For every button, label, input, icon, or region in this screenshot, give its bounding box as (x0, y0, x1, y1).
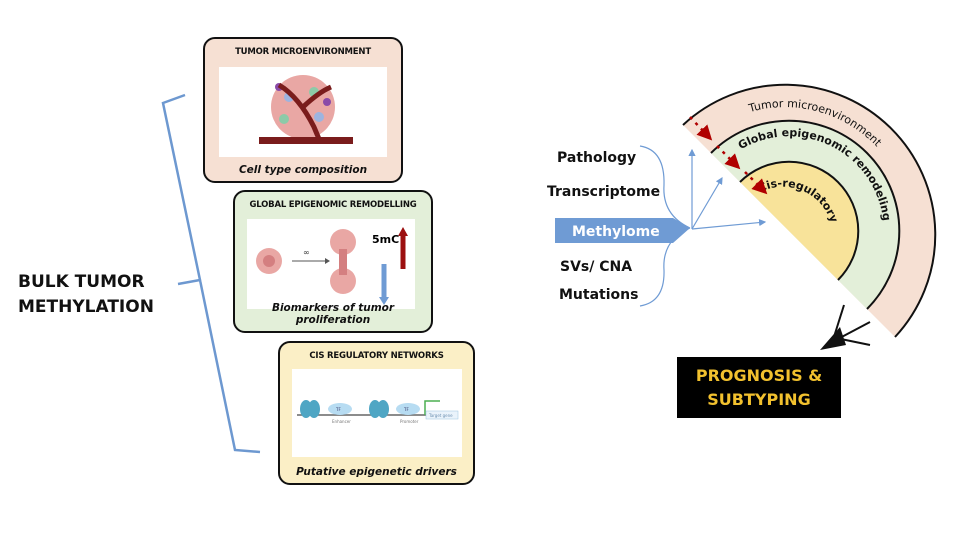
input-mutations: Mutations (559, 287, 639, 303)
cell-division-illustration: ∞ 5mC (247, 219, 415, 309)
layer-cis-regulatory (740, 161, 859, 280)
target-gene-label: Target gene (428, 413, 453, 418)
svg-text:∞: ∞ (303, 248, 310, 257)
input-connectors (639, 145, 767, 307)
methylome-label: Methylome (572, 224, 660, 240)
5mc-label: 5mC (372, 233, 400, 246)
regulatory-illustration: TF TF Enhancer Promoter Target gene (292, 369, 462, 457)
tumor-microenvironment-box: TUMOR MICROENVIRONMENT Cell type composi… (203, 37, 403, 183)
tf-label-2: TF (403, 407, 409, 412)
methylome-banner (555, 218, 690, 243)
input-transcriptome: Transcriptome (547, 184, 661, 200)
promoter-label: Promoter (400, 419, 419, 424)
outcome-line-1: PROGNOSIS & (695, 366, 823, 385)
box-caption: Cell type composition (238, 164, 368, 176)
bulk-tumor-methylation-title: BULK TUMOR METHYLATION (18, 270, 154, 320)
box-caption: Putative epigenetic drivers (296, 466, 457, 478)
outcome-line-2: SUBTYPING (707, 390, 811, 409)
cis-regulatory-networks-box: CIS REGULATORY NETWORKS TF TF Enhancer P… (278, 341, 475, 485)
input-pathology: Pathology (557, 150, 637, 166)
box-heading: TUMOR MICROENVIRONMENT (235, 47, 371, 57)
global-epigenomic-remodelling-box: GLOBAL EPIGENOMIC REMODELLING ∞ 5mC Biom… (233, 190, 433, 333)
tumor-illustration (219, 67, 387, 157)
box-caption: Biomarkers of tumor proliferation (271, 302, 395, 326)
prognosis-subtyping-box: PROGNOSIS & SUBTYPING (677, 357, 841, 418)
box-heading: GLOBAL EPIGENOMIC REMODELLING (249, 200, 417, 210)
enhancer-label: Enhancer (332, 419, 351, 424)
input-svs-cna: SVs/ CNA (560, 259, 633, 275)
box-heading: CIS REGULATORY NETWORKS (309, 351, 444, 361)
tf-label-1: TF (335, 407, 341, 412)
title-line-2: METHYLATION (18, 297, 154, 317)
title-line-1: BULK TUMOR (18, 272, 145, 292)
